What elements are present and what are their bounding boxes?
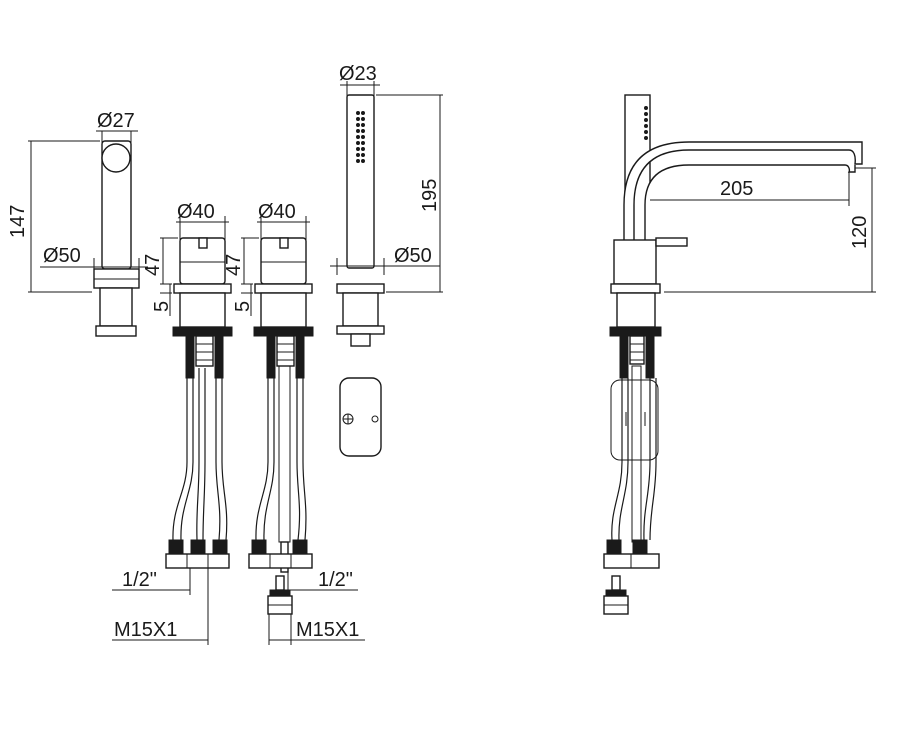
- valve-1-hoses: [165, 368, 230, 569]
- inlet-right-label: 1/2": [318, 569, 353, 591]
- hand-shower: [336, 94, 385, 347]
- base-diameter-left-label: Ø50: [43, 245, 81, 267]
- inlet-left-label: 1/2": [122, 569, 157, 591]
- valve-2-diameter-label: Ø40: [258, 201, 296, 223]
- shower-nozzle-dots: [356, 111, 365, 163]
- wall-plate: [339, 377, 382, 457]
- mixer-valve-1: [172, 237, 233, 379]
- thread-left-label: M15X1: [114, 619, 177, 641]
- handshower-diameter-label: Ø23: [339, 63, 377, 85]
- handshower-length-label: 195: [419, 179, 441, 212]
- hand-shower-dimensions: [330, 81, 443, 293]
- base-diameter-right-label: Ø50: [394, 245, 432, 267]
- spout-reach-label: 205: [720, 178, 753, 200]
- spout-outlet-height-label: 120: [849, 216, 871, 249]
- valve-1-height-label: 47: [142, 254, 164, 276]
- side-shower-dots: [644, 106, 648, 140]
- spout-dimensions: [28, 130, 148, 293]
- valve-2-dimensions: [241, 216, 365, 645]
- mixer-valve-2: [253, 237, 314, 379]
- valve-1-dimensions: [112, 216, 229, 645]
- spout-diameter-label: Ø27: [97, 110, 135, 132]
- valve-2-hoses: [248, 365, 313, 615]
- spout-front-view: [93, 140, 140, 337]
- side-view-dimensions: [650, 167, 876, 293]
- side-view-assembly: [603, 94, 863, 615]
- valve-1-diameter-label: Ø40: [177, 201, 215, 223]
- valve-1-gap-label: 5: [151, 301, 173, 312]
- spout-height-label: 147: [7, 205, 29, 238]
- thread-right-label: M15X1: [296, 619, 359, 641]
- valve-2-gap-label: 5: [232, 301, 254, 312]
- valve-2-height-label: 47: [223, 254, 245, 276]
